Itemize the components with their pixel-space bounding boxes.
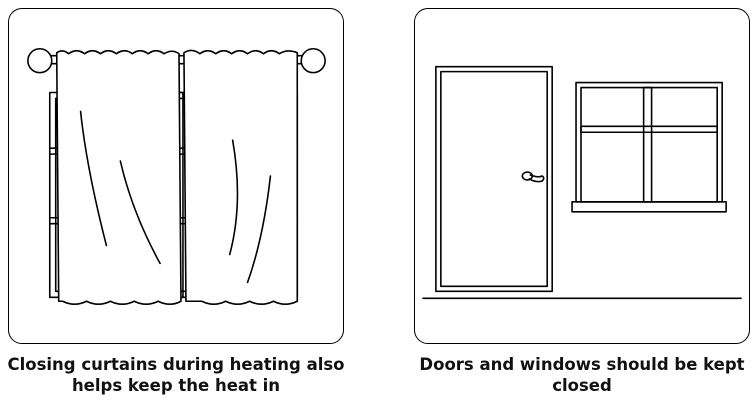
caption-line: Doors and windows should be kept — [419, 355, 745, 374]
door-window-illustration-panel — [414, 8, 750, 344]
window-sill — [571, 201, 727, 213]
closed-curtains-illustration — [27, 47, 326, 306]
closed-door — [435, 65, 553, 293]
curtains-caption: Closing curtains during heating also hel… — [0, 354, 356, 396]
closed-window — [571, 81, 727, 213]
caption-line: closed — [552, 376, 612, 395]
caption-line: Closing curtains during heating also — [7, 355, 345, 374]
door-window-caption: Doors and windows should be kept closed — [402, 354, 756, 396]
closed-door-and-window-illustration — [422, 65, 742, 300]
caption-line: helps keep the heat in — [71, 376, 281, 395]
curtains-illustration-panel — [8, 8, 344, 344]
left-curtain — [55, 49, 182, 306]
right-curtain — [183, 49, 299, 306]
